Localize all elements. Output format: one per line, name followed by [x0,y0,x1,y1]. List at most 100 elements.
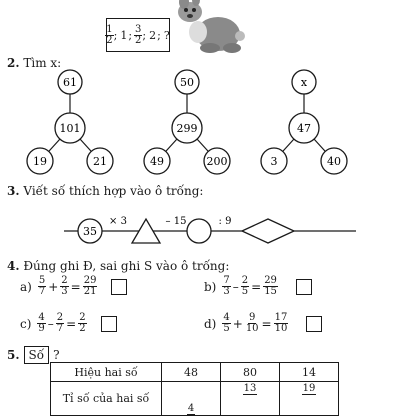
q4-number: 4. [7,259,20,273]
q4-frac-num: 29 [82,275,98,287]
tree-node-value: x [301,76,308,89]
q4-frac-den: 5 [223,323,230,334]
q5-word: Số [28,348,45,362]
q4-equals: = [251,279,262,294]
flow-diamond-box[interactable] [240,218,296,244]
flow-triangle-box[interactable] [130,217,162,244]
q4-operator: – [47,316,54,331]
tree-node-value: 21 [93,155,107,168]
sequence-frac-num: 1 [105,23,114,36]
tree-node-value: 47 [297,122,311,135]
sequence-term: ? [163,28,170,42]
table-frac: 19 [301,382,317,395]
tree-node-left [260,147,288,175]
flow-op1: × 3 [109,216,127,227]
q4-frac-den: 2 [79,323,86,334]
table-frac: 4 [186,402,196,415]
table-cell: 4 [161,381,221,416]
q4-frac-num: 2 [78,312,87,324]
q4-frac-den: 3 [223,286,230,297]
flow-circle-box[interactable] [186,218,212,244]
table-row: Hiệu hai số 48 80 14 [50,362,339,382]
tree-node-mid [54,112,86,144]
q4-frac-num: 2 [60,275,69,287]
q4-operator: + [232,316,243,331]
table-cell: 14 [279,362,339,382]
q5-suffix: ? [53,348,60,362]
table-frac: 13 [242,383,258,395]
table-cell: 48 [161,362,221,382]
table-row: Tỉ số của hai số 4 13 19 [50,381,339,416]
tree-node-value: 200 [207,155,228,168]
tree-node-right [86,147,114,175]
q3-number: 3. [7,184,20,198]
q4-frac-num: 4 [37,312,46,324]
q4-answer-box[interactable] [306,315,323,332]
q4-answer-box[interactable] [111,278,128,295]
tree-node-right [203,147,231,175]
tree-node-right [320,147,348,175]
sequence-term: 1 [120,28,128,42]
flow-diagram: 35 × 3 – 15 : 9 [64,216,356,244]
q4-equals: = [66,316,77,331]
tree-node-left [26,147,54,175]
sequence-term: 2 [149,28,157,42]
q4-answer-box[interactable] [295,278,312,295]
q2-number: 2. [7,56,20,70]
q4-equals: = [261,316,272,331]
flow-start-circle [77,218,103,244]
table-cell: 19 [279,381,339,416]
q4-frac-den: 7 [38,286,46,297]
sequence-separator: ; [113,28,118,42]
tree-node-top [291,69,317,95]
q4-heading: 4. Đúng ghi Đ, sai ghi S vào ô trống: [7,259,229,273]
tree-node-value: 61 [63,76,77,89]
q5-number: 5. [7,348,20,362]
tree-node-value: 19 [33,155,47,168]
q4-item-label: c) [20,316,32,331]
q4-operator: + [48,279,59,294]
q4-item-label: d) [204,316,217,331]
tree-node-top [174,69,200,95]
q5-word-box: Số [23,346,50,364]
q4-item-label: a) [20,279,32,294]
q2-heading: 2. Tìm x: [7,56,61,70]
q4-frac-den: 10 [245,323,259,334]
sequence-frac-num: 3 [134,23,143,36]
table-frac-num: 4 [186,402,196,415]
flow-op3: : 9 [219,216,232,227]
table-frac-num: 19 [301,382,317,395]
flow-start-value: 35 [83,225,97,238]
q4-frac-den: 10 [274,323,288,334]
q4-answer-box[interactable] [100,315,117,332]
q5-heading: 5. Số ? [7,346,60,364]
q5-table: Hiệu hai số 48 80 14 Tỉ số của hai số 4 … [50,362,339,416]
tree-node-value: 299 [177,122,198,135]
q4-frac-den: 3 [61,286,68,297]
q4-operator: – [232,279,239,294]
sequence-separator: ; [128,28,133,42]
table-header-ratio: Tỉ số của hai số [50,381,162,416]
q2-text: Tìm x: [23,56,62,70]
q3-text: Viết số thích hợp vào ô trống: [23,184,204,198]
flow-op2: – 15 [166,216,187,227]
q4-frac-den: 15 [264,286,277,297]
